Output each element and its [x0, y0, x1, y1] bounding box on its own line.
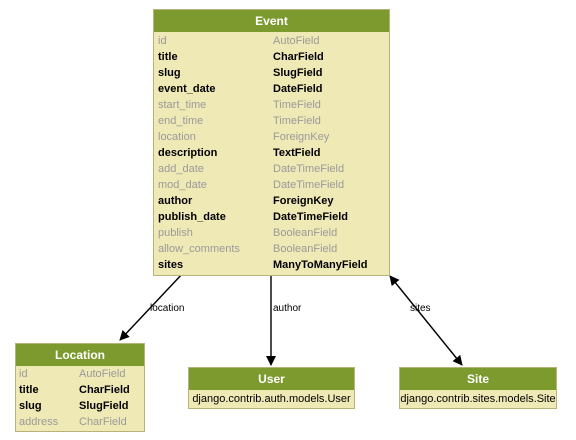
model-site-title: Site: [400, 368, 556, 390]
field-name: location: [158, 131, 196, 143]
field-name: publish_date: [158, 211, 226, 223]
field-type: ForeignKey: [273, 195, 334, 207]
field-name: description: [158, 147, 218, 159]
model-event-title: Event: [154, 10, 389, 32]
field-name: mod_date: [158, 179, 207, 191]
field-type: SlugField: [273, 67, 323, 79]
edge-label-location: location: [150, 303, 184, 314]
field-type: CharField: [79, 416, 127, 428]
field-name: title: [158, 51, 178, 63]
field-name: start_time: [158, 99, 207, 111]
model-user-description: django.contrib.auth.models.User: [192, 393, 351, 405]
field-row: mod_date DateTimeField: [154, 177, 389, 193]
field-row: start_time TimeField: [154, 97, 389, 113]
field-name: event_date: [158, 83, 216, 95]
field-name: slug: [19, 400, 42, 412]
field-name: publish: [158, 227, 193, 239]
field-row: title CharField: [16, 382, 144, 398]
edge-label-sites: sites: [410, 303, 431, 314]
field-type: TimeField: [273, 115, 321, 127]
field-type: TimeField: [273, 99, 321, 111]
field-type: DateTimeField: [273, 179, 345, 191]
field-row: publish_date DateTimeField: [154, 209, 389, 225]
model-site: Site django.contrib.sites.models.Site: [399, 367, 557, 409]
field-type: ManyToManyField: [273, 259, 368, 271]
field-type: TextField: [273, 147, 321, 159]
field-name: slug: [158, 67, 181, 79]
field-type: AutoField: [273, 35, 320, 47]
field-type: ForeignKey: [273, 131, 330, 143]
field-type: DateField: [273, 83, 323, 95]
field-row: address CharField: [16, 414, 144, 430]
field-name: author: [158, 195, 193, 207]
edge-label-author: author: [273, 303, 302, 314]
field-type: DateTimeField: [273, 163, 345, 175]
field-type: AutoField: [79, 368, 126, 380]
field-row: location ForeignKey: [154, 129, 389, 145]
field-type: CharField: [273, 51, 324, 63]
field-type: BooleanField: [273, 227, 338, 239]
field-type: CharField: [79, 384, 130, 396]
field-row: publish BooleanField: [154, 225, 389, 241]
field-row: slug SlugField: [154, 65, 389, 81]
field-row: title CharField: [154, 49, 389, 65]
edge-sites: [389, 275, 463, 366]
model-site-description: django.contrib.sites.models.Site: [400, 393, 556, 405]
field-row: allow_comments BooleanField: [154, 241, 389, 257]
field-row: id AutoField: [16, 366, 144, 382]
field-row: sites ManyToManyField: [154, 257, 389, 273]
field-row: add_date DateTimeField: [154, 161, 389, 177]
field-row: id AutoField: [154, 33, 389, 49]
field-name: address: [19, 416, 59, 428]
model-user: User django.contrib.auth.models.User: [188, 367, 355, 409]
field-type: BooleanField: [273, 243, 338, 255]
field-row: event_date DateField: [154, 81, 389, 97]
model-user-title: User: [189, 368, 354, 390]
field-name: end_time: [158, 115, 204, 127]
field-name: sites: [158, 259, 184, 271]
field-name: allow_comments: [158, 243, 240, 255]
field-row: description TextField: [154, 145, 389, 161]
field-row: author ForeignKey: [154, 193, 389, 209]
field-name: add_date: [158, 163, 204, 175]
edge-location: [119, 271, 185, 341]
model-location-title: Location: [16, 344, 144, 366]
field-row: slug SlugField: [16, 398, 144, 414]
field-type: DateTimeField: [273, 211, 348, 223]
field-type: SlugField: [79, 400, 129, 412]
model-event: Event id AutoField title CharField slug Slu…: [153, 9, 390, 276]
field-name: title: [19, 384, 39, 396]
field-name: id: [19, 368, 28, 380]
field-name: id: [158, 35, 167, 47]
field-row: end_time TimeField: [154, 113, 389, 129]
